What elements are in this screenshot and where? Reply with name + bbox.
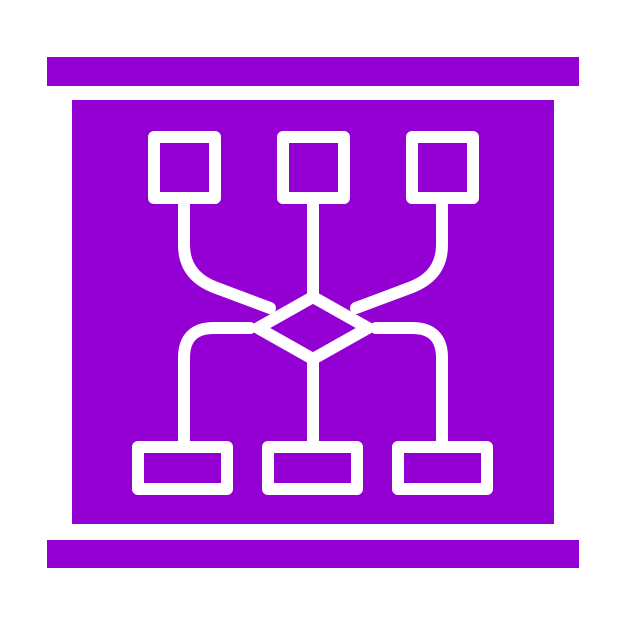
connector-top-right [350,192,448,314]
connector-bottom-left [178,322,256,453]
connector-bottom-right [370,322,448,453]
connector-top-left [178,192,276,314]
bottom-rail [47,540,579,568]
top-rail [47,57,579,86]
flowchart-lines [132,131,493,495]
